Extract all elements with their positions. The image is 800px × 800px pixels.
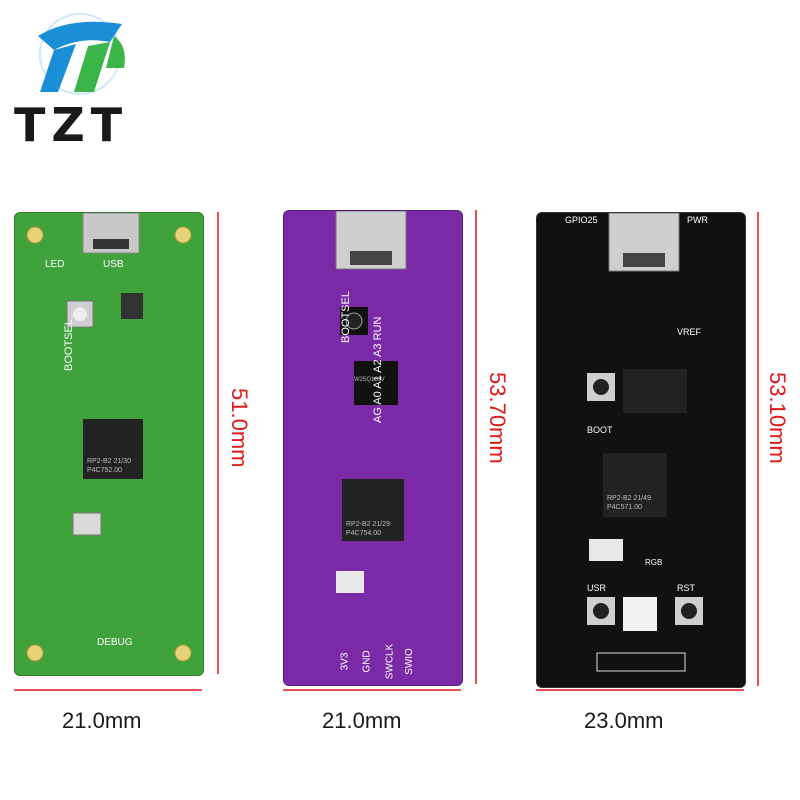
chip-label: RP2-B2 21/29 [346,521,390,528]
silk-gpio25: GPIO25 [565,215,598,225]
board-purple-details [335,211,407,593]
silk-swclk: SWCLK [384,643,396,680]
silk-vref: VREF [677,327,702,337]
silk-analog-pins: AG A0 A1 A2 A3 RUN [372,316,384,423]
dim-height-black: 53.10mm [765,372,790,464]
silk-boot: BOOT [587,425,613,435]
board-black-details [587,213,703,672]
silk-bootsel: BOOTSEL [62,319,75,371]
silk-swio: SWIO [403,648,415,675]
dim-height-purple: 53.70mm [485,372,510,464]
chip-label: RP2-B2 21/49 [607,495,651,502]
silk-bootsel: BOOTSEL [339,291,352,343]
silk-led: LED [45,259,65,270]
chip-label: RP2-B2 21/30 [87,458,131,465]
board-green-details [26,213,192,662]
dim-width-black: 23.0mm [584,708,664,733]
board-green: BOOTSEL LED USB DEBUG RP2-B2 21/30 P4C75… [14,212,204,676]
brand-name: TZT [14,98,129,152]
silk-debug: DEBUG [97,637,133,648]
silk-usr: USR [587,583,607,593]
silk-rst: RST [677,583,695,593]
board-black: GPIO25 PWR BOOT VREF USR RST RGB RP2-B2 … [536,212,746,688]
dim-width-green: 21.0mm [62,708,142,733]
flash-label: W25Q16JV [354,377,385,383]
silk-pwr: PWR [687,215,708,225]
logo-mark-icon [38,13,125,95]
silk-rgb: RGB [645,558,663,567]
silk-usb: USB [103,259,124,270]
silk-3v3: 3V3 [339,652,351,671]
dim-width-purple: 21.0mm [322,708,402,733]
chip-code: P4C754.00 [346,530,382,537]
dim-height-green: 51.0mm [227,388,252,468]
brand-logo [10,6,150,156]
silk-gnd: GND [361,650,373,673]
chip-code: P4C752.00 [87,467,123,474]
board-purple: BOOTSEL AG A0 A1 A2 A3 RUN RP2-B2 21/29 … [283,210,463,686]
chip-code: P4C571.00 [607,504,643,511]
